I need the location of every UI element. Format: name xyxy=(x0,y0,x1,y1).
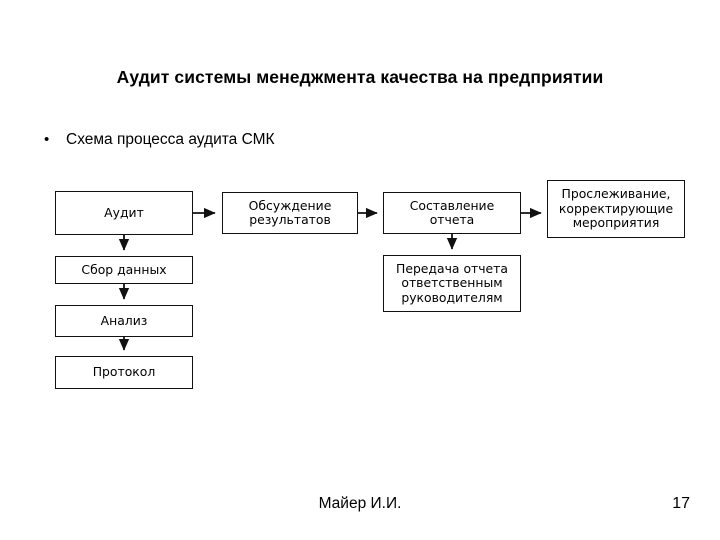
flow-node-tracking-corrective-actions[interactable]: Прослеживание, корректирующие мероприяти… xyxy=(547,180,685,238)
footer-author: Майер И.И. xyxy=(318,495,402,512)
flow-node-report-transfer[interactable]: Передача отчета ответственным руководите… xyxy=(383,255,521,312)
bullet-item: • Схема процесса аудита СМК xyxy=(44,130,275,150)
flow-node-protocol[interactable]: Протокол xyxy=(55,356,193,389)
bullet-marker-icon: • xyxy=(44,131,50,148)
page-title: Аудит системы менеджмента качества на пр… xyxy=(116,66,604,87)
flow-node-report-preparation[interactable]: Составление отчета xyxy=(383,192,521,234)
flow-node-audit[interactable]: Аудит xyxy=(55,191,193,235)
flow-node-data-collection[interactable]: Сбор данных xyxy=(55,256,193,284)
bullet-item-label: Схема процесса аудита СМК xyxy=(66,131,275,148)
footer-page-number: 17 xyxy=(672,495,690,512)
flow-node-discussion-of-results[interactable]: Обсуждение результатов xyxy=(222,192,358,234)
flow-node-analysis[interactable]: Анализ xyxy=(55,305,193,337)
